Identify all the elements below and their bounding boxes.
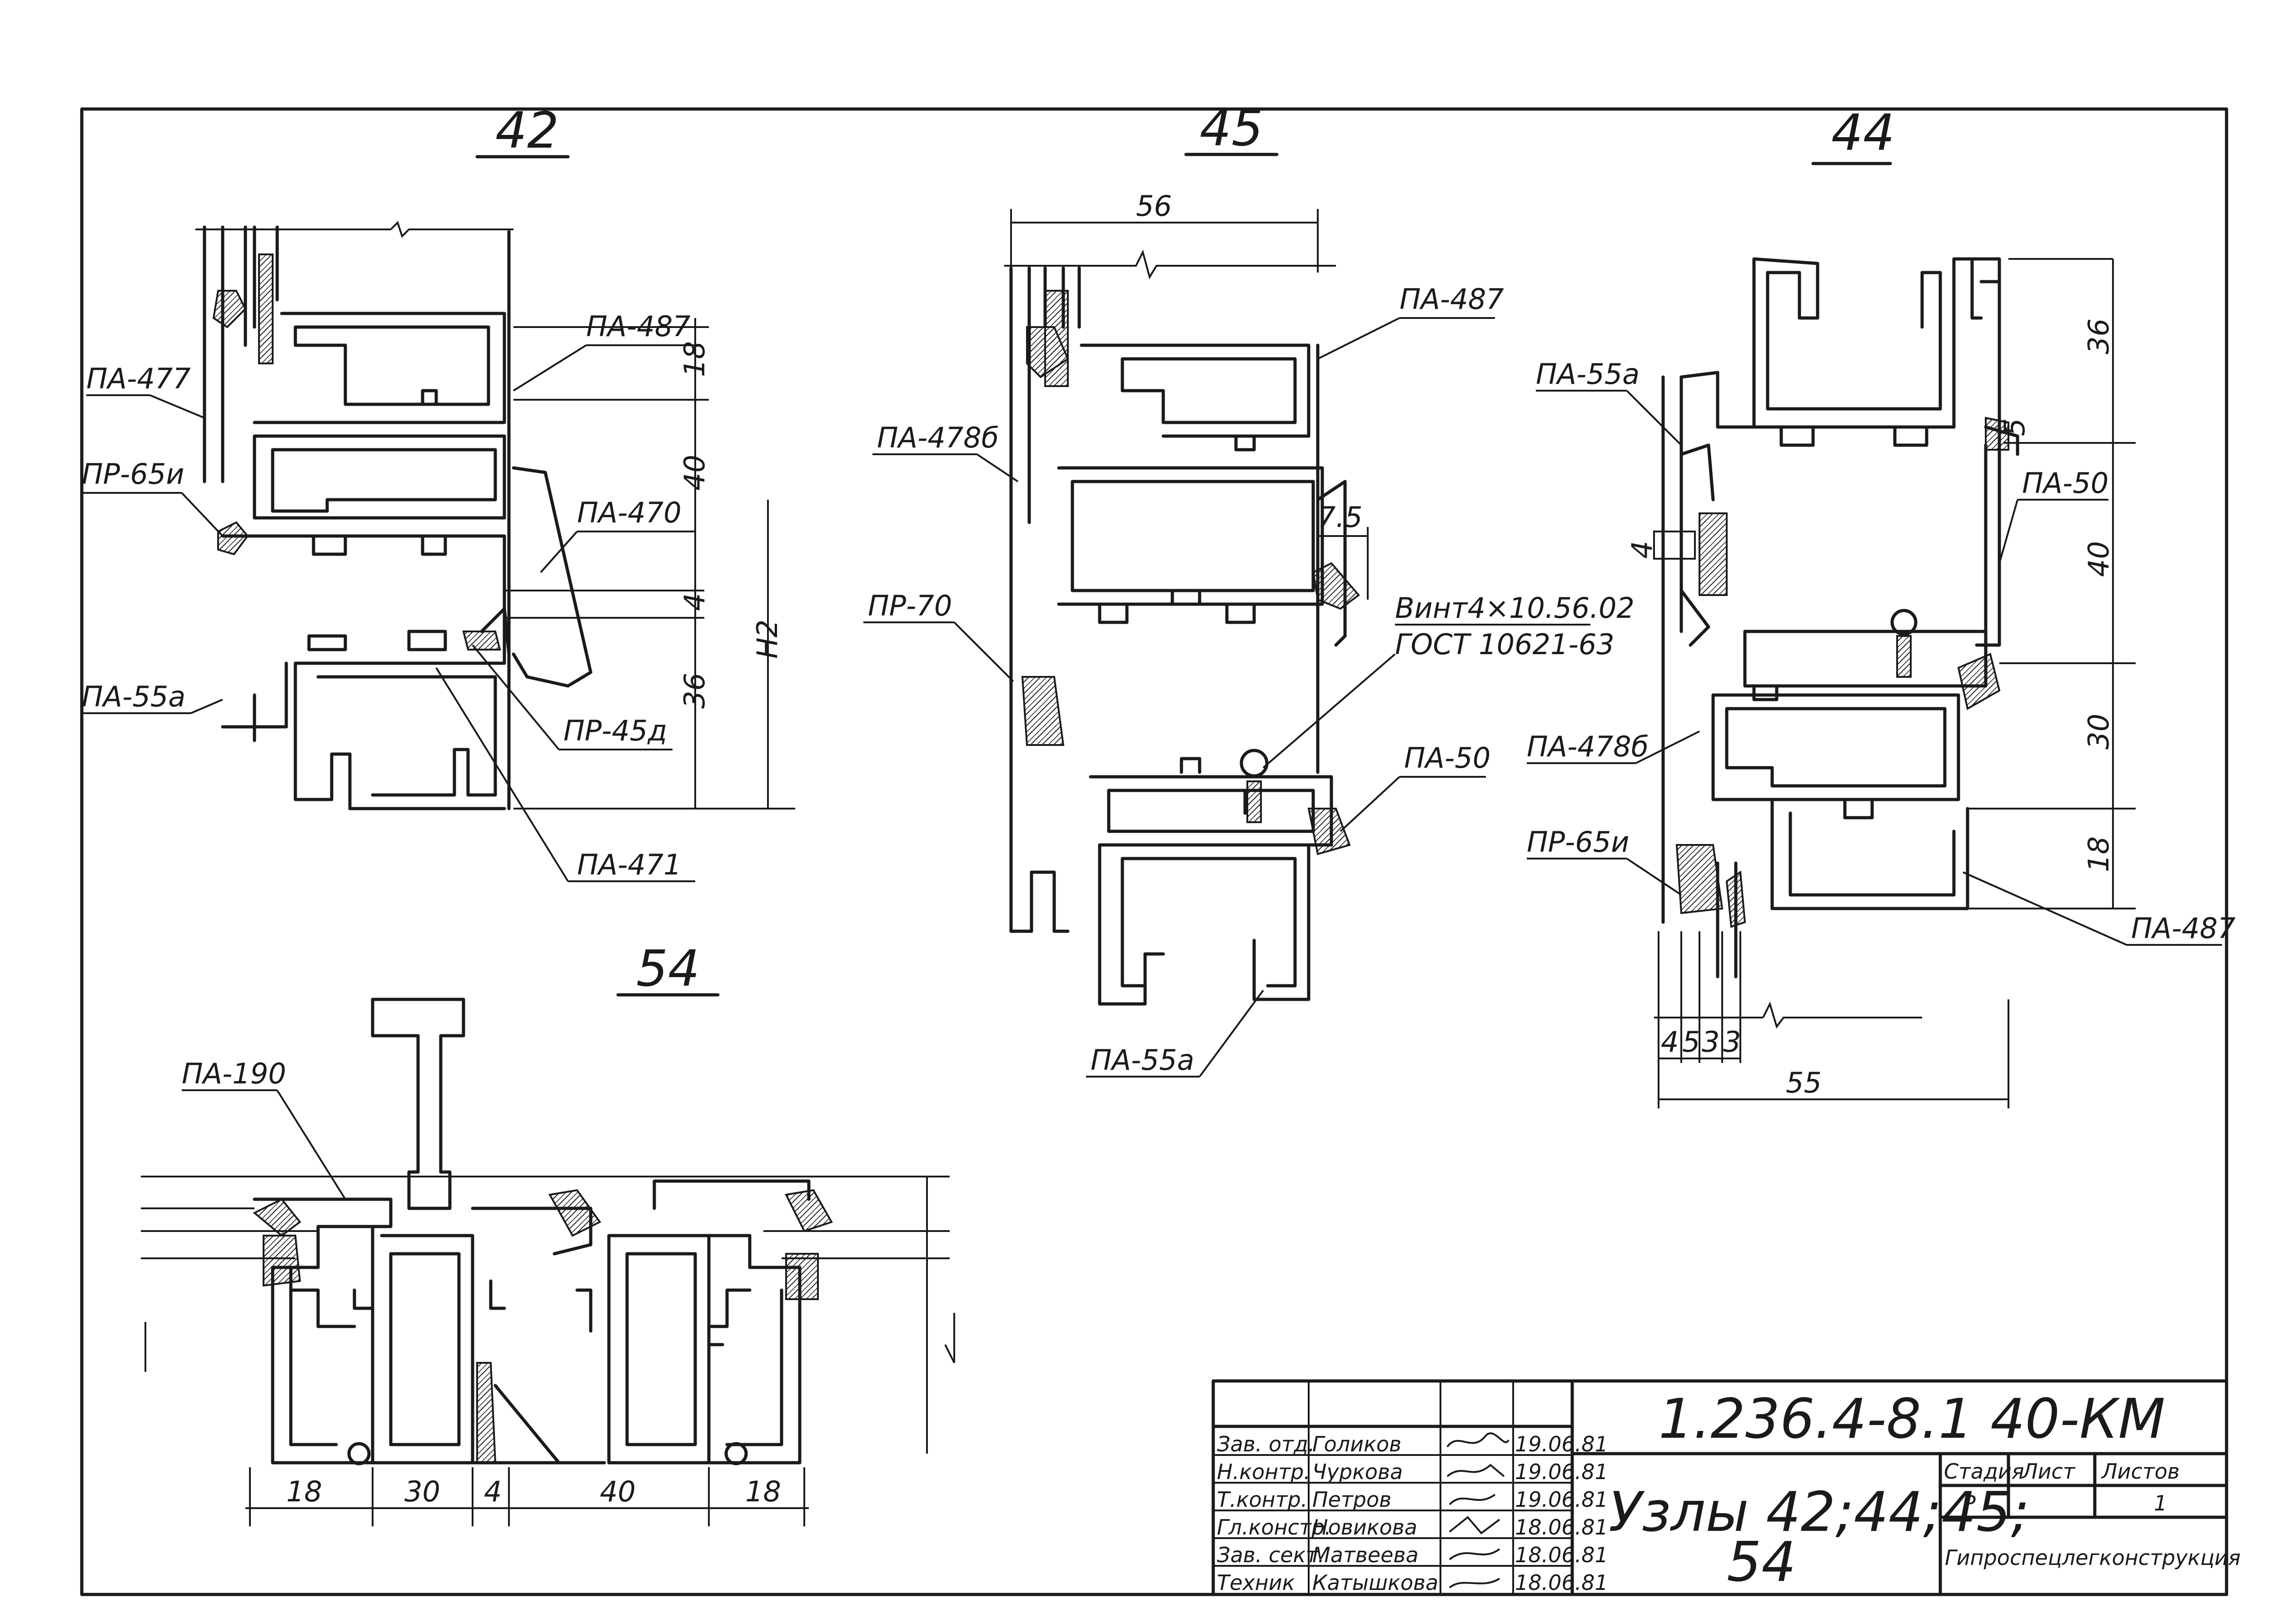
label-44-pa487: ПА-487 (2131, 912, 2236, 945)
label-54-pa190: ПА-190 (182, 1057, 286, 1090)
label-42-pa470: ПА-470 (577, 496, 682, 529)
tb-org: Гипроспецлегконструкция (1945, 1545, 2241, 1570)
node-44: 44 (1527, 104, 2236, 1108)
label-44-pa50: ПА-50 (2022, 467, 2108, 500)
tb-role-0: Зав. отд. (1217, 1432, 1315, 1456)
tb-name-2: Петров (1312, 1487, 1391, 1512)
node-54: 54 (141, 939, 955, 1526)
tb-date-1: 19.06.81 (1515, 1460, 1608, 1484)
tb-role-5: Техник (1217, 1570, 1295, 1595)
label-42-pr45d: ПР-45д (563, 714, 667, 747)
screw-note-1: Винт4×10.56.02 (1395, 591, 1634, 625)
dim-42-4: 4 (678, 593, 711, 611)
dim-44-40: 40 (2082, 541, 2115, 577)
label-45-pa478b: ПА-478б (877, 421, 999, 454)
tb-date-3: 18.06.81 (1515, 1515, 1608, 1540)
tb-date-0: 19.06.81 (1515, 1432, 1608, 1456)
tb-code: 1.236.4-8.1 40-КМ (1659, 1388, 2165, 1451)
tb-name-5: Катышкова (1312, 1570, 1438, 1595)
tb-name-3: Новикова (1312, 1515, 1417, 1540)
tb-name-line1: Узлы 42;44;45; (1609, 1481, 2029, 1544)
dim-42-18: 18 (678, 341, 711, 377)
label-44-pr65i: ПР-65и (1527, 825, 1629, 859)
tb-name-1: Чуркова (1312, 1460, 1403, 1484)
dim-44-36: 36 (2082, 318, 2115, 354)
node-42-title: 42 (495, 101, 559, 159)
label-45-pa55a: ПА-55а (1091, 1043, 1194, 1077)
dim-54-4: 4 (484, 1475, 502, 1508)
dim-42-40: 40 (678, 455, 711, 491)
label-44-pa478b: ПА-478б (1527, 730, 1649, 763)
title-block: Зав. отд. Голиков 19.06.81 Н.контр. Чурк… (1211, 1379, 2241, 1596)
label-42-pa487: ПА-487 (586, 310, 691, 343)
dim-44-5b: 3 (1702, 1025, 1719, 1058)
sheet-frame (80, 107, 2228, 1596)
node-42: 42 (82, 101, 795, 882)
label-42-pr65i: ПР-65и (82, 457, 184, 491)
dim-54-40: 40 (600, 1475, 636, 1508)
tb-sheets-header: Листов (2101, 1459, 2180, 1484)
dim-44-3a: 5 (1682, 1025, 1700, 1058)
node-45: 45 56 (863, 99, 1634, 1078)
dim-44-3b: 3 (1723, 1025, 1741, 1058)
dim-44-18: 18 (2082, 836, 2115, 872)
tb-role-3: Гл.констр. (1217, 1515, 1331, 1540)
tb-date-5: 18.06.81 (1515, 1570, 1608, 1595)
tb-stage-header: Стадия (1944, 1459, 2024, 1484)
tb-name-0: Голиков (1312, 1432, 1401, 1456)
tb-date-2: 19.06.81 (1515, 1487, 1608, 1512)
tb-name-line2: 54 (1727, 1531, 1796, 1594)
tb-sheet-header: Лист (2021, 1459, 2076, 1484)
tb-role-1: Н.контр. (1217, 1460, 1310, 1484)
label-45-pa487: ПА-487 (1400, 283, 1504, 316)
label-42-pa477: ПА-477 (86, 362, 191, 395)
dim-42-h2: Н2 (751, 620, 784, 659)
dim-45-7-5: 7.5 (1318, 501, 1363, 534)
tb-name-4: Матвеева (1312, 1543, 1419, 1567)
tb-sheets: 1 (2154, 1491, 2167, 1515)
dim-44-30: 30 (2082, 714, 2115, 750)
label-45-pa50: ПА-50 (1404, 741, 1490, 775)
dim-42-36: 36 (678, 673, 711, 709)
dim-44-4-bottom: 4 (1661, 1025, 1679, 1058)
label-44-pa55a: ПА-55а (1536, 358, 1639, 391)
node-44-title: 44 (1831, 104, 1895, 162)
dim-54-18b: 18 (745, 1475, 781, 1508)
dim-44-5: 5 (1998, 418, 2031, 436)
label-45-pr70: ПР-70 (868, 589, 952, 622)
tb-role-4: Зав. сект. (1217, 1543, 1325, 1567)
tb-stage: Р (1963, 1491, 1976, 1515)
dim-54-18a: 18 (286, 1475, 322, 1508)
label-42-pa471: ПА-471 (577, 848, 682, 881)
node-45-title: 45 (1200, 99, 1263, 157)
dim-44-4-side: 4 (1625, 541, 1659, 559)
tb-date-4: 18.06.81 (1515, 1543, 1608, 1567)
tb-role-2: Т.контр. (1217, 1487, 1307, 1512)
dim-54-30: 30 (404, 1475, 440, 1508)
screw-note-2: ГОСТ 10621-63 (1395, 628, 1614, 661)
node-54-title: 54 (636, 939, 700, 998)
dim-44-55: 55 (1786, 1066, 1822, 1099)
label-42-pa55a: ПА-55а (82, 680, 185, 713)
dim-45-56: 56 (1136, 189, 1172, 223)
